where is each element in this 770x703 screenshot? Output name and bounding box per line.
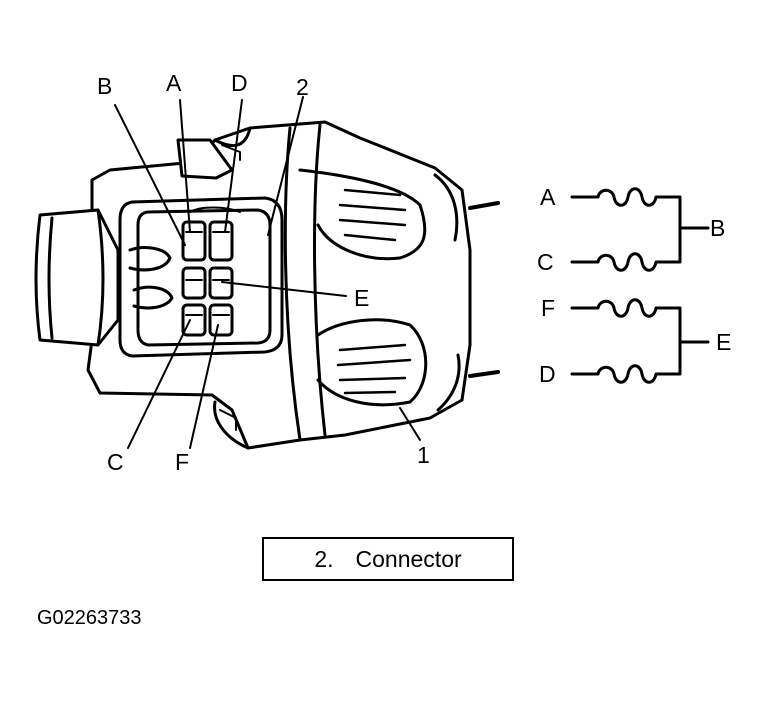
coil-c-b (570, 226, 682, 272)
callout-e: E (354, 285, 369, 311)
callout-1: 1 (417, 442, 430, 468)
coil-f-e (570, 298, 710, 344)
schematic-label-e: E (716, 329, 731, 355)
schematic-label-d: D (539, 361, 556, 387)
callout-b: B (97, 73, 112, 99)
schematic-label-a: A (540, 184, 556, 210)
callout-f: F (175, 449, 189, 475)
connector-housing (118, 196, 284, 358)
schematic-label-f: F (541, 295, 555, 321)
coil-schematic (570, 187, 710, 384)
caption-number: 2. (314, 545, 334, 572)
schematic-label-b: B (710, 215, 725, 241)
callout-d: D (231, 70, 248, 96)
callout-leaders (114, 96, 421, 449)
figure-id: G02263733 (37, 607, 142, 629)
callout-a: A (166, 70, 182, 96)
sensor-tube (34, 208, 120, 347)
callout-2: 2 (296, 74, 309, 100)
schematic-label-c: C (537, 249, 554, 275)
caption-box: 2. Connector (262, 537, 514, 581)
coil-d-e (570, 340, 682, 384)
callout-c: C (107, 449, 124, 475)
coil-a-b (570, 187, 710, 230)
caption-text: Connector (355, 545, 462, 572)
